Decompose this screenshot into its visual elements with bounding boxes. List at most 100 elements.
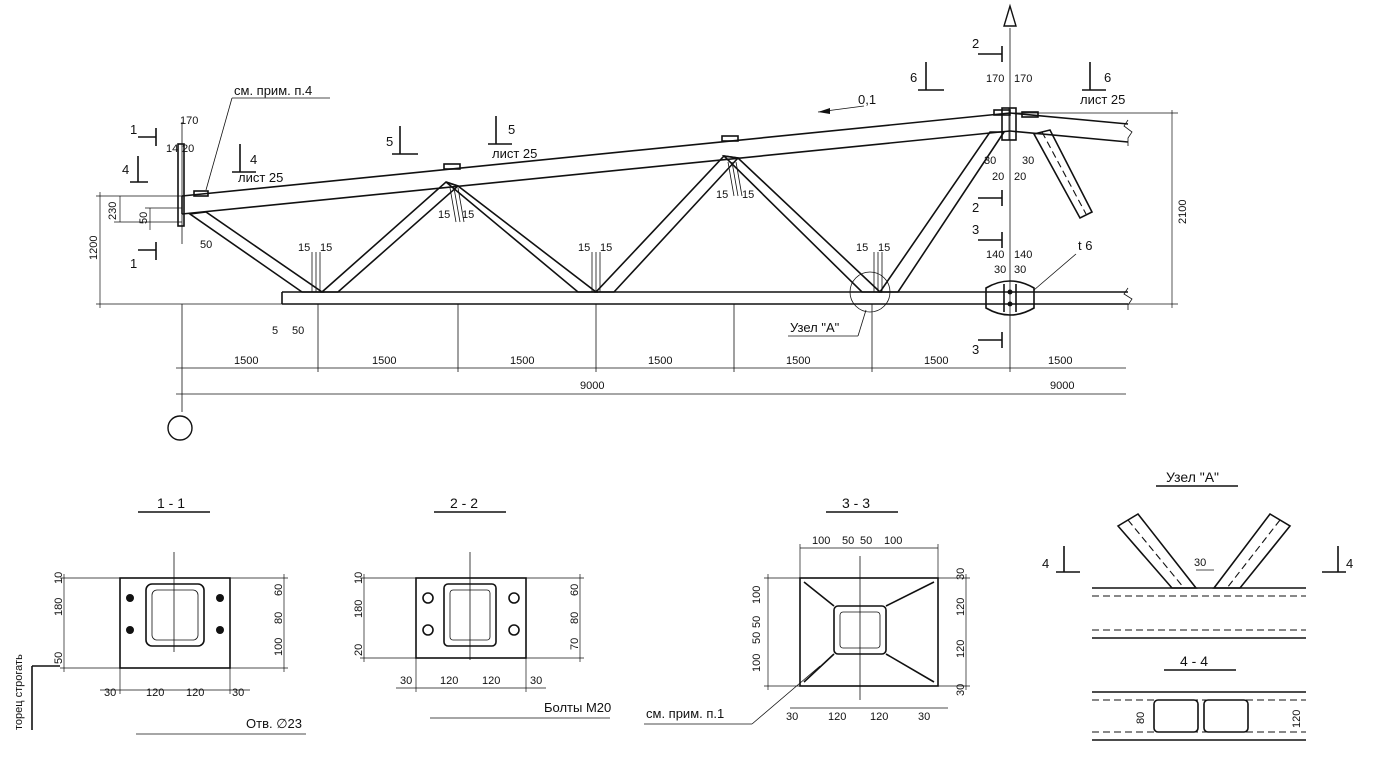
- node-a-detail: Узел "А" 30 4 4: [1042, 469, 1353, 639]
- cut-4-right: 4: [250, 152, 257, 167]
- s22-dim-70: 70: [569, 638, 581, 650]
- cut-5-left: 5: [386, 134, 393, 149]
- s33-dim-30-right-a: 30: [955, 568, 967, 580]
- s33-dim-120-b: 120: [870, 711, 888, 723]
- s33-dim-50-top-b: 50: [860, 535, 872, 547]
- section-4-4: 4 - 4 80 120: [1092, 653, 1306, 741]
- section-3-3-title: 3 - 3: [842, 495, 870, 511]
- dim-170-left: 170: [180, 115, 198, 127]
- node-a-title: Узел "А": [1166, 469, 1219, 485]
- cut-6-left: 6: [910, 70, 917, 85]
- cut-1-top: 1: [130, 122, 137, 137]
- section-4-4-title: 4 - 4: [1180, 653, 1208, 669]
- weld-label-3a: 15: [578, 242, 590, 254]
- cut-5-right: 5: [508, 122, 515, 137]
- dim-panel-6: 1500: [924, 355, 948, 367]
- dim-half-span-right: 9000: [1050, 380, 1074, 392]
- section-1-1-title: 1 - 1: [157, 495, 185, 511]
- s22-bolts-note: Болты М20: [544, 700, 611, 715]
- s22-dim-60: 60: [569, 584, 581, 596]
- dim-30-c: 30: [994, 264, 1006, 276]
- dim-170-a: 170: [986, 73, 1004, 85]
- cut-3-top: 3: [972, 222, 979, 237]
- dim-30-d: 30: [1014, 264, 1026, 276]
- s22-dim-30-left: 30: [400, 675, 412, 687]
- dim-panel-5: 1500: [786, 355, 810, 367]
- dim-50-end: 50: [200, 239, 212, 251]
- s44-dim-120: 120: [1291, 710, 1303, 728]
- node-a-cut-right: 4: [1346, 556, 1353, 571]
- weld-label-3b: 15: [600, 242, 612, 254]
- dim-panel-7: 1500: [1048, 355, 1072, 367]
- section-2-2-title: 2 - 2: [450, 495, 478, 511]
- dim-230: 230: [107, 202, 119, 220]
- section-cuts: 1 1 4 4 лист 25 5 5 лист 25 6 6: [122, 36, 1125, 357]
- weld-label-1b: 15: [320, 242, 332, 254]
- slope-label: 0,1: [858, 92, 876, 107]
- node-a-cut-left: 4: [1042, 556, 1049, 571]
- dim-panel-2: 1500: [372, 355, 396, 367]
- section-1-1: 1 - 1 10 180 50 60 80 100 30 120 120 30 …: [13, 495, 306, 735]
- weld-label-4b: 15: [742, 189, 754, 201]
- dim-30-a: 30: [984, 155, 996, 167]
- vertical-dimensions: 1200 230 50 2100: [88, 110, 1189, 308]
- s22-dim-120-a: 120: [440, 675, 458, 687]
- s33-dim-120-right-a: 120: [955, 598, 967, 616]
- bottom-chord: [281, 287, 1133, 310]
- sheet-label-3: лист 25: [1080, 92, 1125, 107]
- dim-14: 14: [166, 143, 178, 155]
- s11-dim-100: 100: [273, 638, 285, 656]
- s22-dim-30-right: 30: [530, 675, 542, 687]
- s11-dim-30-right: 30: [232, 687, 244, 699]
- s11-dim-80: 80: [273, 612, 285, 624]
- weld-label-2b: 15: [462, 209, 474, 221]
- node-a-dim-30: 30: [1194, 557, 1206, 569]
- dim-50-bottom: 50: [292, 325, 304, 337]
- dim-20-left: 20: [182, 143, 194, 155]
- cut-1-bottom: 1: [130, 256, 137, 271]
- s11-dim-10: 10: [53, 572, 65, 584]
- s33-dim-100-left-a: 100: [751, 586, 763, 604]
- cut-2-bottom: 2: [972, 200, 979, 215]
- truss-elevation: 1200 230 50 2100 1500 1500 1500 1500 150…: [88, 3, 1189, 441]
- weld-label-5a: 15: [856, 242, 868, 254]
- s11-dim-120-b: 120: [186, 687, 204, 699]
- web-members: [187, 129, 1094, 293]
- cut-4-left: 4: [122, 162, 129, 177]
- weld-label-5b: 15: [878, 242, 890, 254]
- axis-marker-circle: [167, 415, 193, 441]
- s11-dim-120-a: 120: [146, 687, 164, 699]
- weld-label-2a: 15: [438, 209, 450, 221]
- s11-hole-note: Отв. ∅23: [246, 716, 302, 731]
- s44-dim-80: 80: [1135, 712, 1147, 724]
- s33-dim-100-left-b: 100: [751, 654, 763, 672]
- note-top: см. прим. п.4: [234, 83, 312, 98]
- section-3-3: 3 - 3 100 50 50 100 100 50 50 100 30 120…: [644, 495, 970, 725]
- s22-dim-80: 80: [569, 612, 581, 624]
- s33-dim-30-right-b: 30: [955, 684, 967, 696]
- weld-label-1a: 15: [298, 242, 310, 254]
- dim-panel-4: 1500: [648, 355, 672, 367]
- s33-dim-100-top-a: 100: [812, 535, 830, 547]
- dim-170-b: 170: [1014, 73, 1032, 85]
- s11-dim-60: 60: [273, 584, 285, 596]
- s33-dim-100-top-b: 100: [884, 535, 902, 547]
- node-a-circle: [849, 271, 891, 313]
- s11-dim-50: 50: [53, 652, 65, 664]
- s33-dim-30-left: 30: [786, 711, 798, 723]
- dim-1200: 1200: [88, 236, 100, 260]
- dim-2100: 2100: [1177, 200, 1189, 224]
- weld-label-4a: 15: [716, 189, 728, 201]
- cut-6-right: 6: [1104, 70, 1111, 85]
- dim-20-b: 20: [1014, 171, 1026, 183]
- s33-dim-120-a: 120: [828, 711, 846, 723]
- s11-dim-180: 180: [53, 598, 65, 616]
- node-a-label: Узел "А": [790, 320, 840, 335]
- axis-lines: [167, 3, 1017, 441]
- s11-dim-30-left: 30: [104, 687, 116, 699]
- sheet-label-1: лист 25: [238, 170, 283, 185]
- s33-dim-50-top-a: 50: [842, 535, 854, 547]
- elevation-labels: см. прим. п.4 0,1 170 14 20 170 170 30 3…: [166, 73, 1092, 337]
- dim-140-b: 140: [1014, 249, 1032, 261]
